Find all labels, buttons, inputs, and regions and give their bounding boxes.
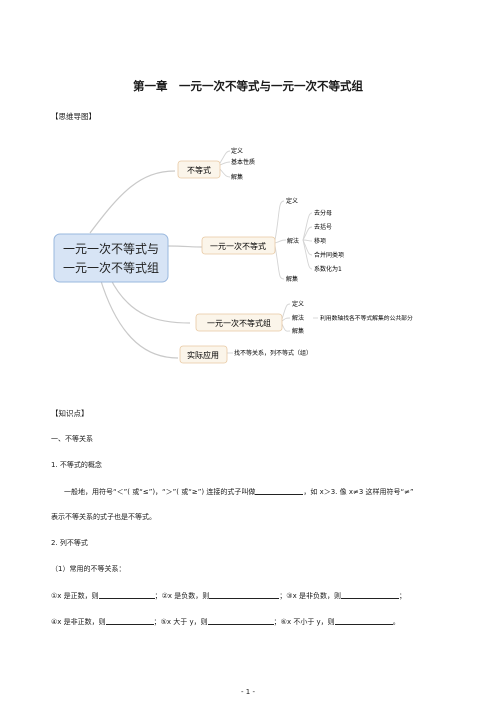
page-title: 第一章 一元一次不等式与一元一次不等式组 <box>133 79 363 93</box>
step-label: 系数化为1 <box>314 265 342 273</box>
method-note: 利用数轴找各不等式解集的公共部分 <box>320 314 413 322</box>
subsection-heading: 2. 列不等式 <box>51 539 88 547</box>
mind-map: 一元一次不等式与 一元一次不等式组 不等式 定义 基本性质 解集 一元一次不等式… <box>53 147 413 364</box>
answer-blank <box>105 616 154 625</box>
subsection-heading: 1. 不等式的概念 <box>51 461 102 469</box>
branch-label: 不等式 <box>187 165 211 175</box>
answer-blank <box>209 590 280 599</box>
leaf-label: 基本性质 <box>231 158 255 166</box>
section-heading: 一、不等关系 <box>51 435 93 443</box>
branch-node-inequality <box>177 160 221 179</box>
exercise-text: ；②x 是负数，则 <box>154 592 210 600</box>
knowledge-heading: 【知识点】 <box>51 409 89 418</box>
leaf-label: 解集 <box>231 173 243 181</box>
step-label: 合并同类项 <box>314 251 344 259</box>
root-node <box>53 233 169 283</box>
exercise-text: ；⑤x 大于 y，则 <box>153 618 208 626</box>
paragraph-line: 一般地，用符号“＜”( 或“≤”)，“＞”( 或“≥”) 连接的式子叫做 ，如 x… <box>64 486 414 497</box>
paragraph-text: ，如 x＞3. 像 x≠3 这样用符号“≠” <box>303 488 414 496</box>
step-label: 去分母 <box>314 209 332 217</box>
branch-label: 实际应用 <box>187 350 219 360</box>
paragraph-line: 表示不等关系的式子也是不等式。 <box>51 513 156 521</box>
leaf-label: 定义 <box>286 197 298 205</box>
exercise-row: ④x 是非正数，则 ；⑤x 大于 y，则 ；⑥x 不小于 y，则 。 <box>51 616 400 627</box>
root-label-line1: 一元一次不等式与 <box>63 242 159 256</box>
answer-blank <box>98 590 155 599</box>
answer-blank <box>334 616 393 625</box>
leaf-label: 解集 <box>286 275 298 283</box>
leaf-label: 定义 <box>292 300 304 308</box>
connector-b2 <box>167 245 203 248</box>
branch-label: 一元一次不等式 <box>210 241 266 251</box>
exercise-text: ； <box>398 592 406 600</box>
branch-node-inequality-system <box>195 313 283 332</box>
branch-node-linear-inequality <box>201 236 276 255</box>
exercise-row: ①x 是正数，则 ；②x 是负数，则 ；③x 是非负数，则 ； <box>51 590 406 601</box>
step-label: 移项 <box>314 237 326 245</box>
branch-label: 一元一次不等式组 <box>207 318 271 328</box>
mindmap-heading: 【思维导图】 <box>51 112 96 121</box>
exercise-text: ④x 是非正数，则 <box>51 618 106 626</box>
leaf-label: 找不等关系，列不等式（组） <box>234 349 312 357</box>
branch-node-application <box>179 345 228 364</box>
root-label-line2: 一元一次不等式组 <box>63 261 159 275</box>
subsection-heading: （1）常用的不等关系： <box>51 565 126 573</box>
leaf-label: 定义 <box>231 147 243 155</box>
step-label: 去括号 <box>314 223 332 231</box>
page-number: - 1 - <box>241 688 255 696</box>
paragraph-text: 一般地，用符号“＜”( 或“≤”)，“＞”( 或“≥”) 连接的式子叫做 <box>64 488 256 496</box>
answer-blank <box>340 590 399 599</box>
leaf-label: 解法 <box>287 237 299 245</box>
connector-b3 <box>109 277 191 324</box>
leaf-label: 解法 <box>292 314 304 322</box>
leaf-label: 解集 <box>292 327 304 335</box>
exercise-text: ；③x 是非负数，则 <box>279 592 341 600</box>
answer-blank <box>207 616 274 625</box>
exercise-text: ；⑥x 不小于 y，则 <box>273 618 335 626</box>
exercise-text: ①x 是正数，则 <box>51 592 99 600</box>
connector-b4 <box>99 277 179 359</box>
exercise-text: 。 <box>392 618 400 626</box>
connector-b1 <box>89 170 176 234</box>
answer-blank <box>255 486 304 495</box>
